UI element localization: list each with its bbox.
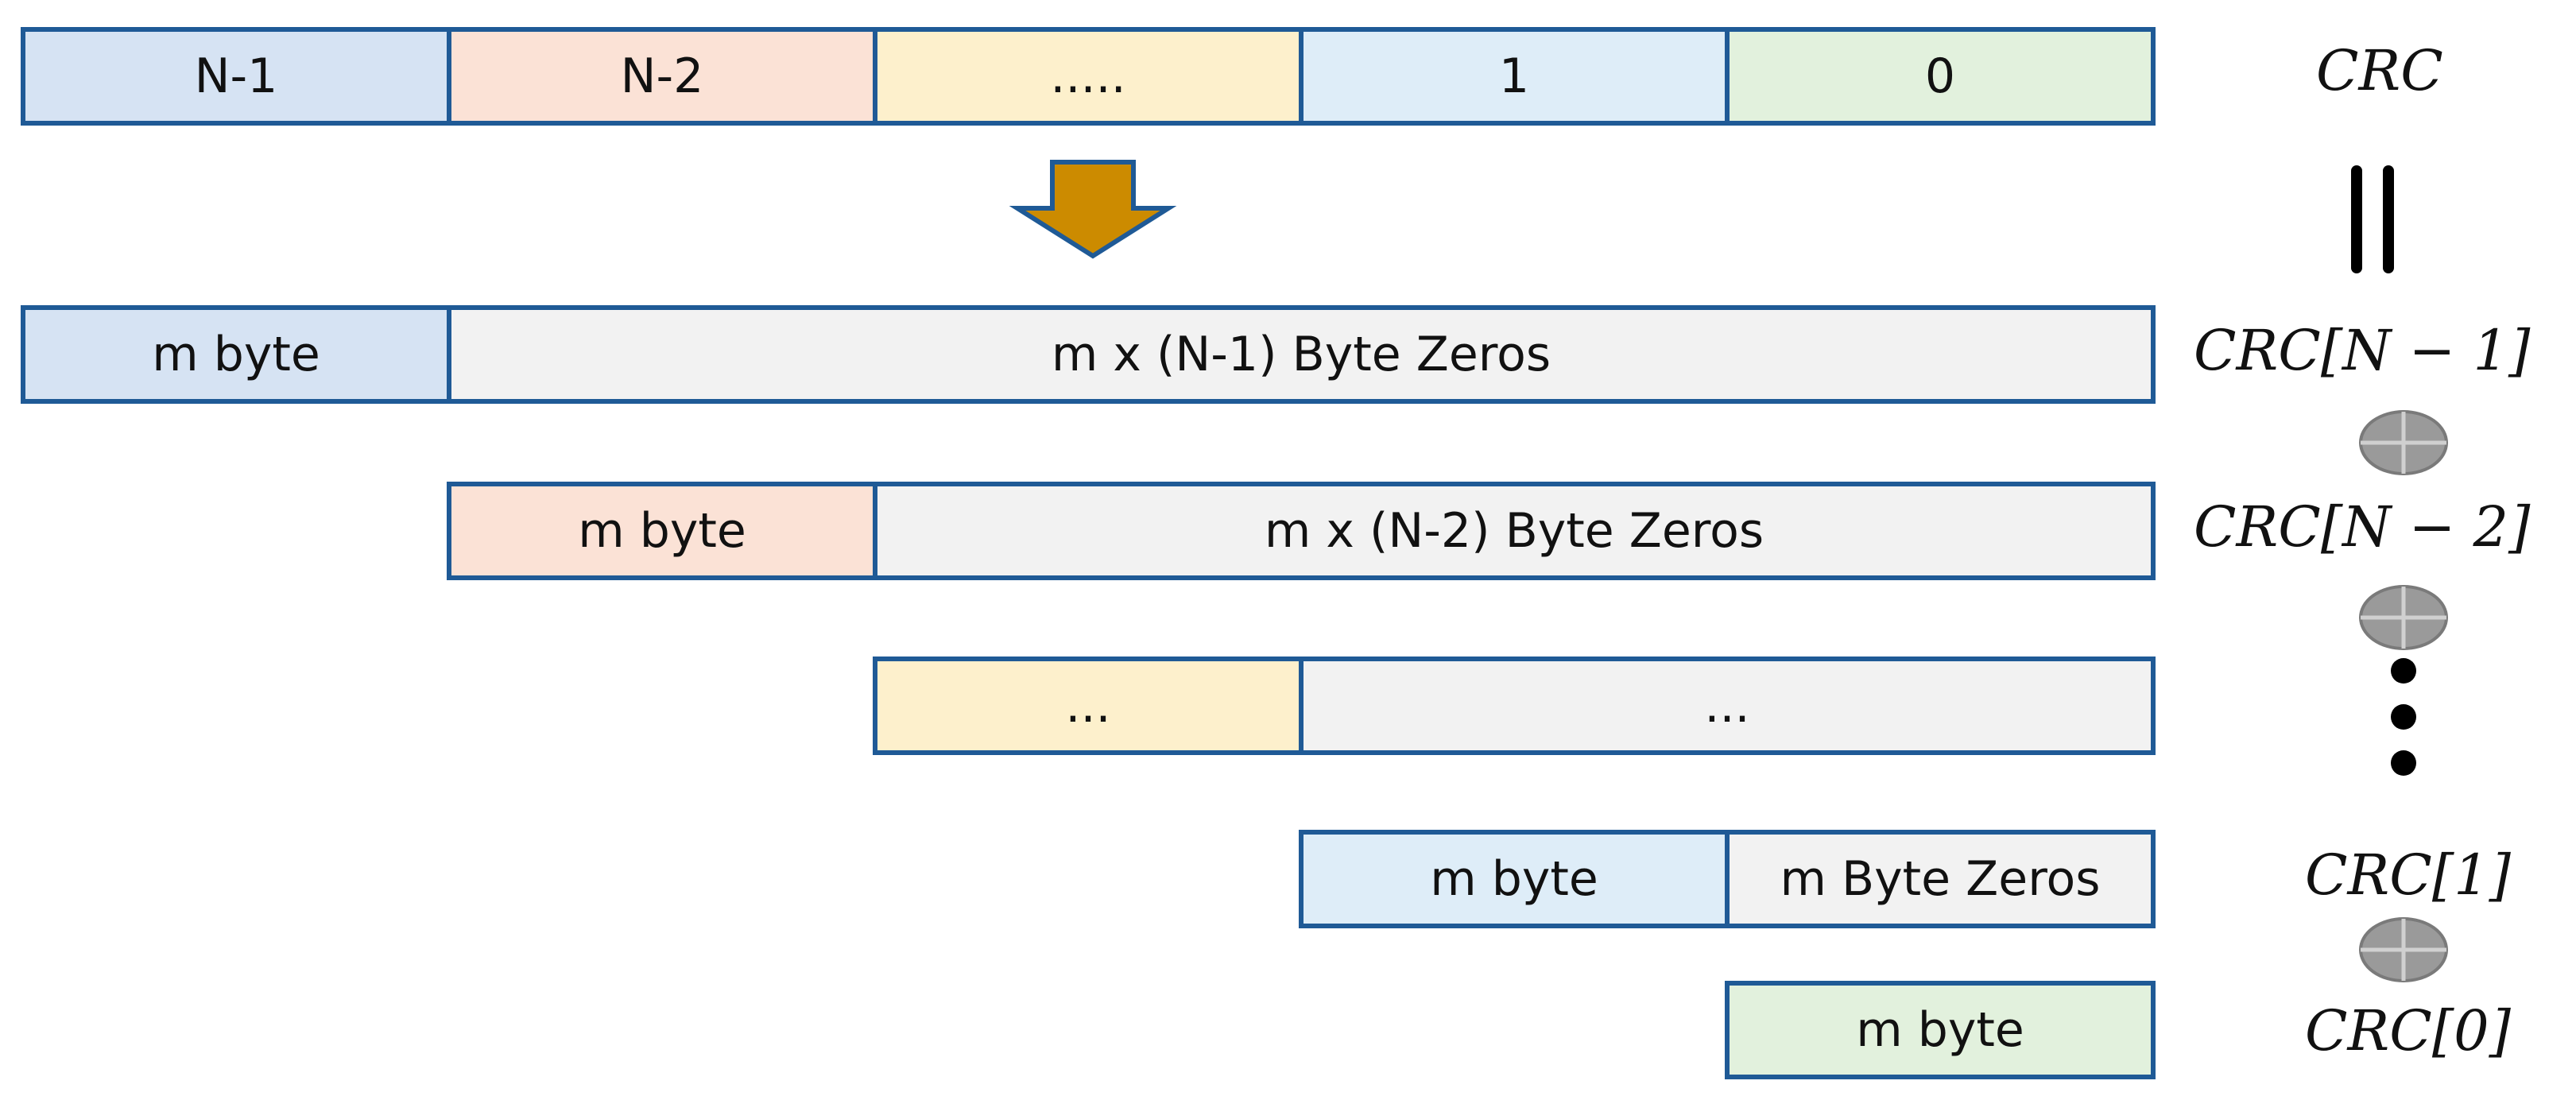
down-arrow-icon <box>1009 160 1177 259</box>
row1-zeros-cell: m x (N-1) Byte Zeros <box>447 305 2156 404</box>
xor-icon <box>2359 917 2448 982</box>
equals-icon <box>2351 165 2394 273</box>
row4-data-cell: m byte <box>1299 830 1730 928</box>
top-cell-ellipsis: ..... <box>873 27 1303 126</box>
top-cell-0: 0 <box>1725 27 2156 126</box>
row3-data-cell: ... <box>873 657 1303 755</box>
crc-label-top: CRC <box>2316 38 2443 103</box>
top-cell-n-1: N-1 <box>21 27 451 126</box>
top-cell-1: 1 <box>1299 27 1730 126</box>
top-cell-n-2: N-2 <box>447 27 877 126</box>
xor-icon <box>2359 410 2448 475</box>
vertical-ellipsis-icon <box>2391 658 2416 776</box>
row5-data-cell: m byte <box>1725 981 2156 1079</box>
row3-zeros-cell: ... <box>1299 657 2156 755</box>
crc-label-0: CRC[0] <box>2305 998 2511 1063</box>
xor-icon <box>2359 585 2448 650</box>
crc-label-n-1: CRC[N − 1] <box>2194 318 2531 383</box>
row2-zeros-cell: m x (N-2) Byte Zeros <box>873 482 2156 580</box>
row2-data-cell: m byte <box>447 482 877 580</box>
row1-data-cell: m byte <box>21 305 451 404</box>
row4-zeros-cell: m Byte Zeros <box>1725 830 2156 928</box>
crc-label-1: CRC[1] <box>2305 842 2511 908</box>
crc-label-n-2: CRC[N − 2] <box>2194 494 2531 560</box>
